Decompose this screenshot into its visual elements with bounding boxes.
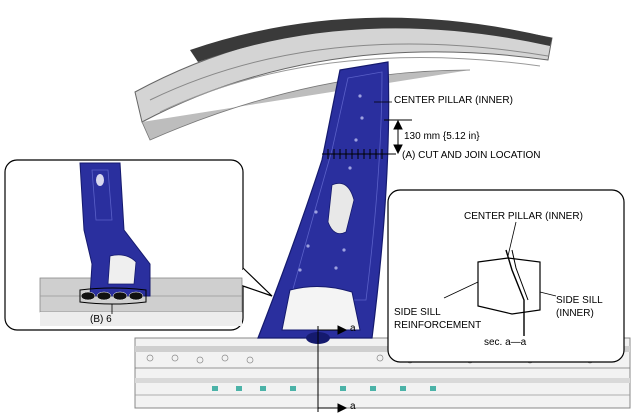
section-callout <box>387 189 625 363</box>
label-cut-join: (A) CUT AND JOIN LOCATION <box>402 150 541 161</box>
side-sill-panel <box>134 337 631 409</box>
label-dimension: 130 mm {5.12 in} <box>404 131 480 142</box>
cut-join-line <box>322 149 396 159</box>
roof-rail <box>134 17 553 141</box>
section-line-a <box>317 325 348 413</box>
label-side-sill-reinf-1: SIDE SILL <box>394 307 441 318</box>
label-detail-b: (B) 6 <box>90 314 112 325</box>
label-side-sill-reinf-2: REINFORCEMENT <box>394 320 482 331</box>
label-center-pillar-inner: CENTER PILLAR (INNER) <box>394 95 513 106</box>
center-pillar <box>257 61 390 344</box>
label-side-sill-inner-2: (INNER) <box>556 308 594 319</box>
label-side-sill-inner-1: SIDE SILL <box>556 295 603 306</box>
label-section-marker-top: a <box>350 323 356 334</box>
label-section-marker-bottom: a <box>350 401 356 412</box>
label-section-center-pillar: CENTER PILLAR (INNER) <box>464 211 583 222</box>
label-section-title: sec. a—a <box>484 337 527 348</box>
detail-callout-b <box>4 159 273 331</box>
dimension-130mm <box>384 119 412 155</box>
